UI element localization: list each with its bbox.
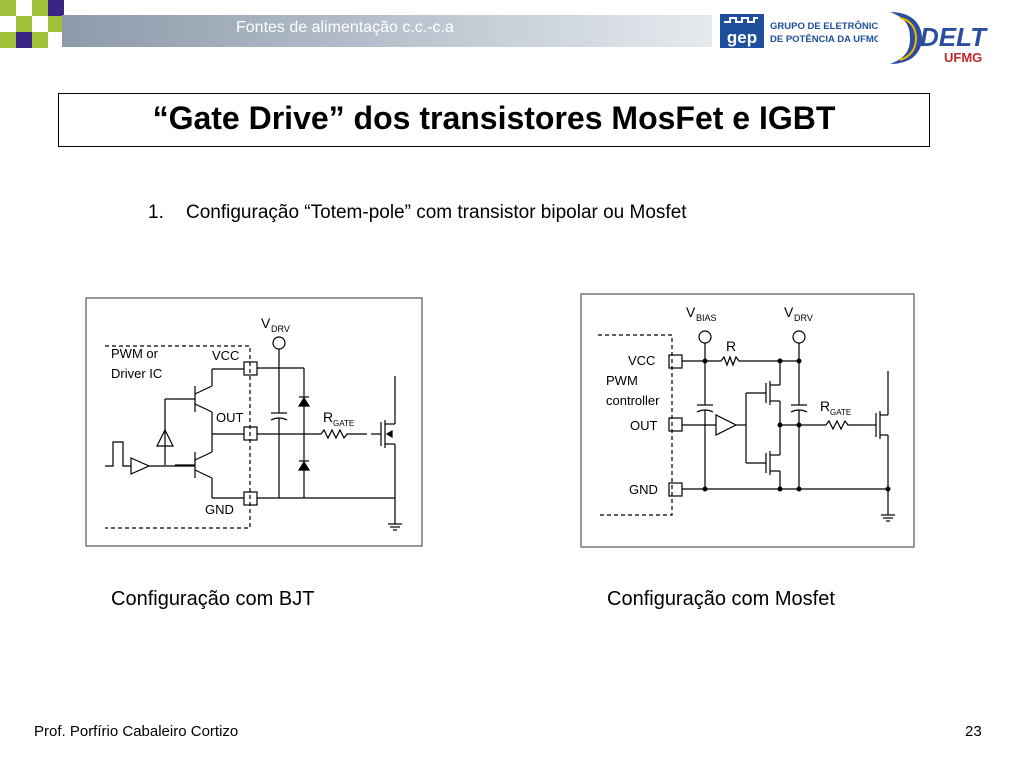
mosfet-block-label-line2: controller <box>606 393 660 408</box>
delt-logo: DELT UFMG <box>890 12 988 65</box>
gep-group-line1: GRUPO DE ELETRÔNICA <box>770 20 878 32</box>
mosfet-vdrv-subscript: DRV <box>794 313 813 323</box>
mosfet-vbias-subscript: BIAS <box>696 313 717 323</box>
bjt-vcc-label: VCC <box>212 348 239 363</box>
list-item-number: 1. <box>148 202 164 223</box>
gep-group-line2: DE POTÊNCIA DA UFMG <box>770 33 878 45</box>
corner-decoration <box>0 0 64 48</box>
bjt-gnd-label: GND <box>205 502 234 517</box>
slide-title: “Gate Drive” dos transistores MosFet e I… <box>152 100 836 136</box>
bjt-vdrv-subscript: DRV <box>271 324 290 334</box>
bjt-out-label: OUT <box>216 410 244 425</box>
bjt-vdrv-label: V <box>261 315 271 331</box>
bjt-caption: Configuração com BJT <box>111 588 315 610</box>
mosfet-block-label-line1: PWM <box>606 373 638 388</box>
mosfet-vdrv-label: V <box>784 304 794 320</box>
mosfet-out-label: OUT <box>630 418 658 433</box>
mosfet-r-label: R <box>726 338 736 354</box>
ufmg-logo-text: UFMG <box>944 50 982 65</box>
bjt-block-label-line2: Driver IC <box>111 366 162 381</box>
slide-title-box <box>58 93 930 147</box>
bjt-rgate-subscript: GATE <box>333 419 354 428</box>
delt-logo-text: DELT <box>920 22 988 52</box>
page-number: 23 <box>965 723 982 740</box>
header-bar <box>62 15 712 47</box>
mosfet-rgate-subscript: GATE <box>830 408 851 417</box>
mosfet-caption: Configuração com Mosfet <box>607 588 835 610</box>
bjt-totem-pole-diagram: PWM or Driver IC V DRV VCC OUT GND R GAT… <box>85 297 423 547</box>
bjt-block-label-line1: PWM or <box>111 346 159 361</box>
mosfet-totem-pole-diagram: V BIAS V DRV R VCC PWM controller OUT GN… <box>580 293 915 548</box>
list-item-text: Configuração “Totem-pole” com transistor… <box>186 202 687 223</box>
gep-logo-text: gep <box>727 28 757 47</box>
mosfet-vbias-label: V <box>686 304 696 320</box>
footer-author: Prof. Porfírio Cabaleiro Cortizo <box>34 723 239 740</box>
mosfet-vcc-label: VCC <box>628 353 655 368</box>
mosfet-gnd-label: GND <box>629 482 658 497</box>
header-title: Fontes de alimentação c.c.-c.a <box>236 19 454 36</box>
mosfet-rgate-label: R <box>820 398 830 414</box>
gep-logo: gep GRUPO DE ELETRÔNICA DE POTÊNCIA DA U… <box>720 14 878 48</box>
bjt-rgate-label: R <box>323 409 333 425</box>
